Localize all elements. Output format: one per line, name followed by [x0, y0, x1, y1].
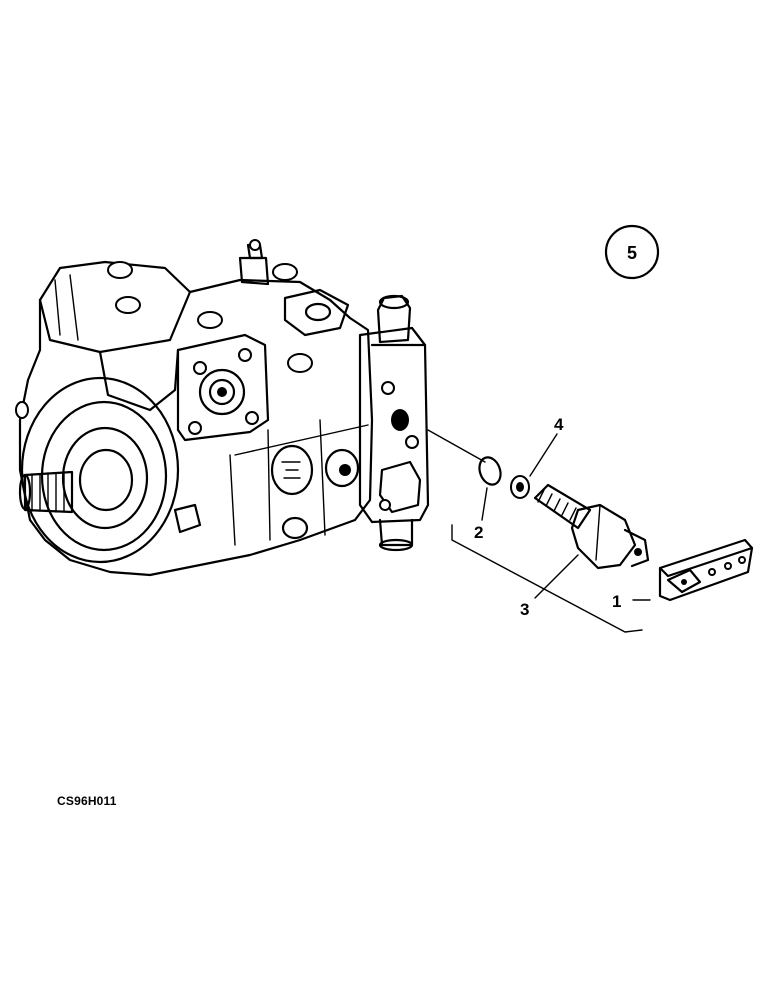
explode-axis-line [427, 429, 486, 463]
drawing-code: CS96H011 [57, 794, 117, 808]
callout-2-leader [481, 487, 488, 521]
o-ring-part [478, 456, 502, 486]
callout-4-leader [529, 433, 558, 477]
callout-4: 4 [554, 415, 564, 434]
callout-1: 1 [612, 592, 621, 611]
reference-circle-label: 5 [627, 243, 637, 263]
callout-2: 2 [474, 523, 483, 542]
callout-3-leader [534, 554, 579, 599]
relief-valve-cartridge [533, 483, 650, 570]
assembly-bracket-line [451, 524, 643, 633]
linkage-bracket [658, 538, 754, 602]
reference-circle [604, 224, 660, 280]
callout-3: 3 [520, 600, 529, 619]
hydraulic-pump-assembly [15, 239, 430, 577]
